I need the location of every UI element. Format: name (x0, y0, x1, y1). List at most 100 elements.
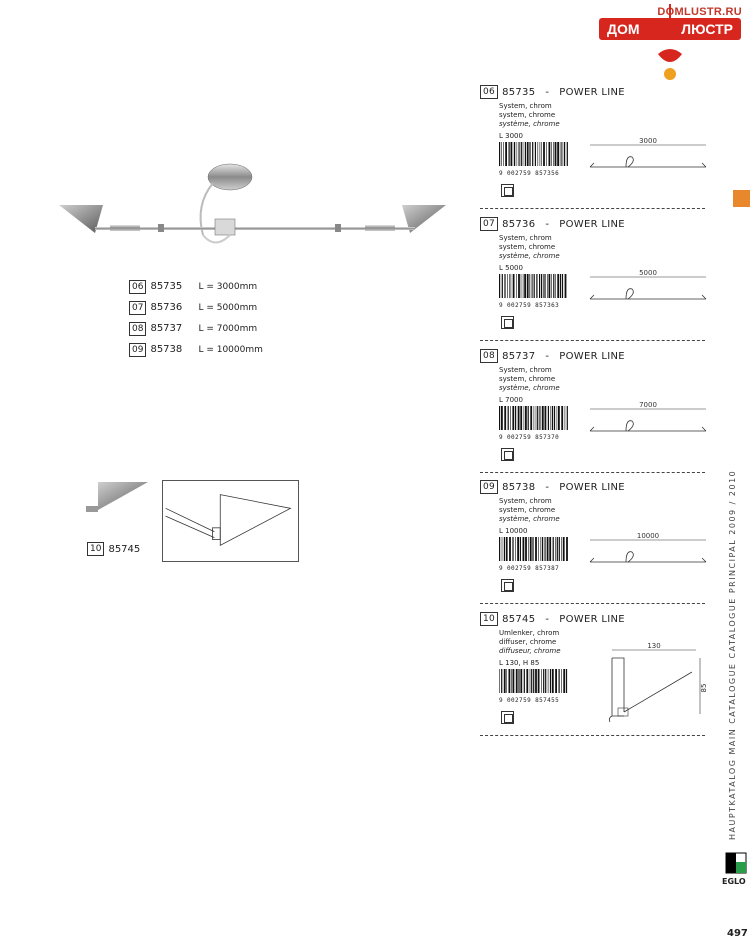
description-fr: système, chrome (499, 252, 560, 260)
barcode-bar (539, 406, 540, 430)
product-code: 85737 (502, 350, 536, 362)
logo-banner[interactable]: ДОМ ЛЮСТР (599, 18, 741, 40)
barcode-bar (526, 274, 529, 298)
barcode-bar (546, 537, 549, 561)
barcode-bar (547, 406, 549, 430)
barcode-bar (554, 142, 557, 166)
barcode-bar (503, 537, 505, 561)
order-checkbox[interactable] (501, 184, 514, 197)
barcode-bar (556, 406, 558, 430)
barcode-bar (509, 537, 511, 561)
barcode-bar (529, 669, 531, 693)
barcode-bar (565, 669, 568, 693)
barcode-bar (511, 669, 512, 693)
barcode-number: 9 002759 857387 (499, 565, 560, 572)
divider (480, 603, 705, 604)
barcode-bar (546, 142, 547, 166)
barcode-bar (541, 274, 543, 298)
section-tab[interactable] (733, 190, 750, 207)
description-de: System, chrom (499, 102, 552, 110)
diffuser-technical-drawing (162, 480, 299, 562)
order-checkbox[interactable] (501, 448, 514, 461)
barcode-bar (524, 274, 526, 298)
barcode-bar (515, 406, 517, 430)
barcode-bar (512, 537, 514, 561)
product-heading: 08 85737 - POWER LINE (480, 349, 705, 363)
barcode-bar (529, 537, 532, 561)
barcode-bar (518, 669, 520, 693)
length-row-code: 85738 (150, 344, 183, 355)
barcode-bar (547, 669, 549, 693)
order-checkbox[interactable] (501, 579, 514, 592)
barcode-bar (558, 669, 560, 693)
barcode-bar (549, 669, 552, 693)
order-checkbox[interactable] (501, 316, 514, 329)
length-row: 09 85738 L = 10000mm (129, 339, 263, 360)
description-de: System, chrom (499, 497, 552, 505)
barcode-number: 9 002759 857356 (499, 170, 560, 177)
barcode-bar (507, 274, 508, 298)
diffuser-photo (86, 482, 148, 512)
product-description: Umlenker, chrom diffuser, chrome diffuse… (499, 629, 705, 656)
diffuser-code: 85745 (108, 543, 141, 555)
product-dimension: L 130, H 85 (499, 659, 540, 667)
length-row-value: L = 7000mm (198, 323, 258, 334)
description-en: diffuser, chrome (499, 638, 557, 646)
barcode-bar (499, 669, 500, 693)
description-fr: système, chrome (499, 515, 560, 523)
description-en: system, chrome (499, 111, 556, 119)
product-dash: - (545, 86, 550, 98)
drawing-height: 85 (700, 684, 708, 693)
description-en: system, chrome (499, 375, 556, 383)
barcode-bar (530, 274, 532, 298)
barcode: 9 002759 857363 (499, 274, 569, 309)
barcode-bar (509, 274, 510, 298)
barcode-bar (544, 406, 547, 430)
product-description: System, chrom system, chrome système, ch… (499, 102, 705, 129)
barcode-bar (515, 142, 517, 166)
barcode-bar (541, 406, 544, 430)
barcode-bar (519, 537, 521, 561)
barcode-bar (564, 274, 567, 298)
barcode-bar (504, 274, 506, 298)
length-row-number: 08 (129, 321, 147, 336)
product-description: System, chrom system, chrome système, ch… (499, 234, 705, 261)
divider (480, 472, 705, 473)
barcode-bar (545, 537, 546, 561)
barcode-bar (515, 537, 516, 561)
barcode-bar (541, 537, 544, 561)
barcode-bar (510, 142, 513, 166)
barcode-bar (555, 274, 556, 298)
barcode-bar (517, 142, 519, 166)
product-heading: 09 85738 - POWER LINE (480, 480, 705, 494)
barcode-bar (551, 142, 552, 166)
length-row: 08 85737 L = 7000mm (129, 318, 263, 339)
product-code: 85745 (502, 613, 536, 625)
site-url[interactable]: DOMLUSTR.RU (657, 6, 742, 18)
length-list: 06 85735 L = 3000mm 07 85736 L = 5000mm … (129, 276, 263, 360)
barcode-bar (543, 274, 544, 298)
barcode-number: 9 002759 857370 (499, 434, 560, 441)
barcode-bar (530, 406, 533, 430)
product-code: 85738 (502, 481, 536, 493)
barcode-bar (506, 669, 507, 693)
diffuser-number: 10 (87, 542, 105, 556)
barcode-bar (499, 406, 501, 430)
barcode-bar (520, 406, 523, 430)
barcode-bar (559, 142, 561, 166)
barcode-bar (537, 669, 540, 693)
barcode-bar (515, 669, 518, 693)
barcode-bar (566, 406, 568, 430)
barcode-bar (566, 142, 568, 166)
eglo-logo-icon (725, 852, 747, 874)
barcode-bar (501, 669, 503, 693)
barcode-bar (548, 274, 551, 298)
barcode-bar (520, 669, 523, 693)
product-number: 09 (480, 480, 499, 494)
order-checkbox[interactable] (501, 711, 514, 724)
description-fr: système, chrome (499, 120, 560, 128)
barcode-bar (534, 142, 536, 166)
barcode-bar (544, 274, 546, 298)
page-number: 497 (727, 928, 748, 939)
barcode-bar (529, 274, 530, 298)
